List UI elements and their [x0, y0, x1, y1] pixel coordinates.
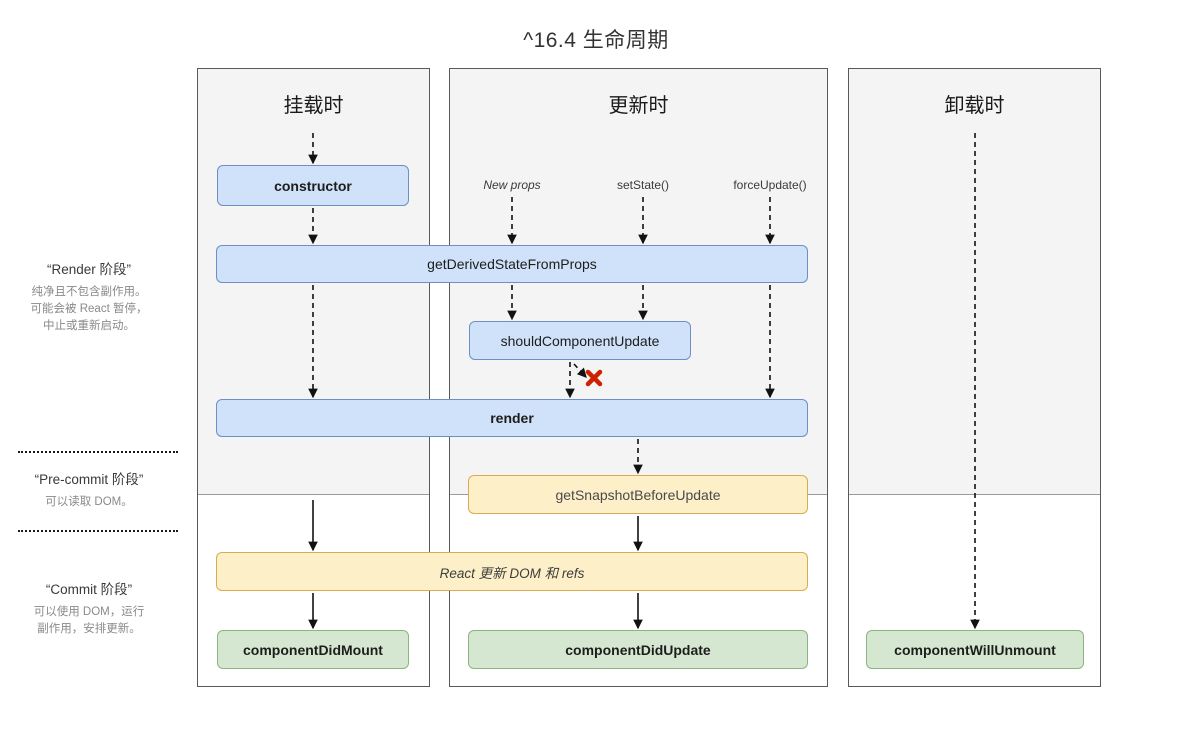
node-should-component-update[interactable]: shouldComponentUpdate — [469, 321, 691, 360]
legend-render-phase-body: 纯净且不包含副作用。 可能会被 React 暂停， 中止或重新启动。 — [30, 286, 148, 332]
node-get-snapshot-before-update[interactable]: getSnapshotBeforeUpdate — [468, 475, 808, 514]
legend-commit-phase-title: “Commit 阶段” — [45, 582, 133, 597]
column-mounting-header: 挂载时 — [283, 95, 344, 117]
node-component-did-mount[interactable]: componentDidMount — [217, 630, 409, 669]
trigger-new-props: New props — [483, 178, 541, 192]
node-component-will-unmount[interactable]: componentWillUnmount — [866, 630, 1084, 669]
legend-render-phase: “Render 阶段” 纯净且不包含副作用。 可能会被 React 暂停， 中止… — [0, 258, 178, 335]
legend-precommit-phase-body: 可以读取 DOM。 — [45, 496, 133, 508]
trigger-set-state: setState() — [616, 178, 670, 192]
legend-commit-phase-body: 可以使用 DOM，运行 副作用，安排更新。 — [33, 606, 145, 635]
column-mounting: 挂载时 — [197, 68, 430, 687]
column-unmounting-render-phase-bg — [849, 69, 1100, 495]
column-updating: 更新时 — [449, 68, 828, 687]
legend-commit-phase: “Commit 阶段” 可以使用 DOM，运行 副作用，安排更新。 — [0, 578, 178, 638]
column-unmounting-header: 卸载时 — [944, 95, 1005, 117]
node-constructor[interactable]: constructor — [217, 165, 409, 206]
phase-divider-top — [18, 451, 178, 453]
node-component-did-update[interactable]: componentDidUpdate — [468, 630, 808, 669]
column-unmounting: 卸载时 — [848, 68, 1101, 687]
node-render[interactable]: render — [216, 399, 808, 437]
legend-precommit-phase-title: “Pre-commit 阶段” — [34, 472, 144, 487]
column-updating-header: 更新时 — [608, 95, 669, 117]
node-react-updates-dom-and-refs: React 更新 DOM 和 refs — [216, 552, 808, 591]
trigger-force-update: forceUpdate() — [733, 178, 807, 192]
page-title: ^16.4 生命周期 — [523, 29, 669, 52]
phase-divider-bottom — [18, 530, 178, 532]
legend-render-phase-title: “Render 阶段” — [46, 262, 132, 277]
legend-precommit-phase: “Pre-commit 阶段” 可以读取 DOM。 — [0, 468, 178, 511]
node-get-derived-state-from-props[interactable]: getDerivedStateFromProps — [216, 245, 808, 283]
abort-x-icon — [585, 369, 603, 387]
